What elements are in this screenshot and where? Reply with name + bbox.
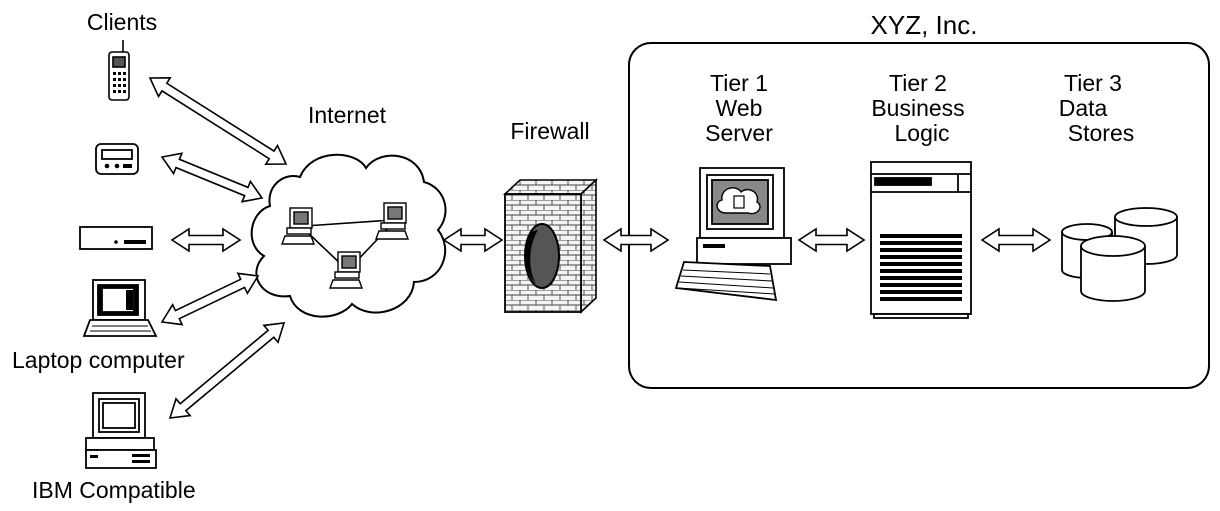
double-arrow — [168, 322, 286, 419]
double-arrow — [170, 227, 242, 253]
tier-2-title: Tier 2 — [889, 70, 947, 96]
double-arrow — [797, 227, 866, 253]
firewall-label: Firewall — [510, 118, 590, 144]
internet-node-icon — [328, 251, 364, 289]
cell-phone-icon — [108, 40, 130, 101]
firewall-icon — [502, 178, 599, 314]
laptop-label: Laptop computer — [12, 347, 185, 373]
connection-arrows — [148, 76, 1052, 419]
data-store-icon — [1080, 235, 1146, 302]
network-terminal-icon — [79, 226, 153, 250]
double-arrow — [160, 152, 264, 203]
double-arrow — [602, 227, 670, 253]
tier-3-line2: Data — [1058, 95, 1108, 121]
tier-3-line3: Stores — [1067, 120, 1135, 146]
internet-cloud — [250, 153, 447, 318]
desktop-pc-icon — [85, 392, 157, 469]
tier-2-line3: Logic — [894, 120, 950, 146]
double-arrow — [148, 76, 288, 166]
tier-1-line3: Server — [705, 120, 773, 146]
company-title: XYZ, Inc. — [870, 10, 978, 40]
double-arrow — [442, 227, 504, 253]
double-arrow — [980, 227, 1052, 253]
tier-1-line2: Web — [715, 95, 763, 121]
pager-icon — [95, 143, 139, 175]
company-boundary-box — [628, 42, 1210, 389]
tier-1-title: Tier 1 — [710, 70, 768, 96]
clients-label: Clients — [86, 9, 158, 35]
tier-3-title: Tier 3 — [1064, 70, 1122, 96]
internet-label: Internet — [308, 102, 386, 128]
laptop-icon — [82, 279, 158, 337]
internet-node-icon — [374, 202, 410, 240]
internet-node-icon — [280, 207, 316, 245]
web-server-workstation-icon — [674, 167, 792, 302]
business-logic-server-icon — [870, 161, 972, 319]
tier-2-line2: Business — [871, 95, 965, 121]
ibm-label: IBM Compatible — [32, 477, 196, 503]
double-arrow — [160, 272, 260, 326]
